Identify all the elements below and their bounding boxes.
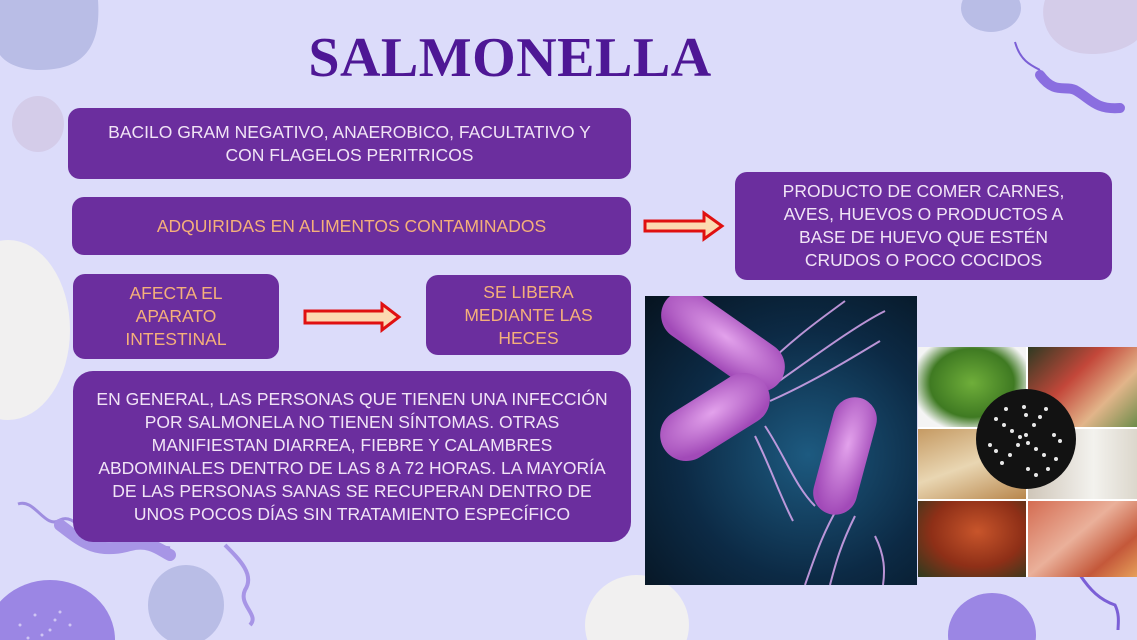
affects-box: AFECTA EL APARATO INTESTINAL — [73, 274, 279, 359]
released-box: SE LIBERA MEDIANTE LAS HECES — [426, 275, 631, 355]
symptoms-box: EN GENERAL, LAS PERSONAS QUE TIENEN UNA … — [73, 371, 631, 542]
bacteria-image — [645, 296, 917, 585]
sources-text: PRODUCTO DE COMER CARNES, AVES, HUEVOS O… — [782, 181, 1065, 270]
acquired-box: ADQUIRIDAS EN ALIMENTOS CONTAMINADOS — [72, 197, 631, 255]
ham-photo — [1028, 501, 1137, 577]
characteristics-text: BACILO GRAM NEGATIVO, ANAEROBICO, FACULT… — [108, 121, 591, 165]
bacteria-illustration — [660, 296, 886, 585]
arrow-right-icon — [303, 301, 402, 333]
arrow-right-icon — [643, 210, 725, 242]
released-text: SE LIBERA MEDIANTE LAS HECES — [464, 281, 593, 348]
acquired-text: ADQUIRIDAS EN ALIMENTOS CONTAMINADOS — [156, 215, 547, 236]
sources-box: PRODUCTO DE COMER CARNES, AVES, HUEVOS O… — [735, 172, 1112, 280]
symptoms-text: EN GENERAL, LAS PERSONAS QUE TIENEN UNA … — [96, 388, 608, 524]
petri-dish-photo — [976, 389, 1076, 489]
affects-text: AFECTA EL APARATO INTESTINAL — [125, 283, 227, 349]
chicken-photo — [918, 501, 1026, 577]
slide-title: SALMONELLA — [308, 27, 712, 89]
contaminated-foods-image — [918, 347, 1137, 577]
characteristics-box: BACILO GRAM NEGATIVO, ANAEROBICO, FACULT… — [68, 108, 631, 179]
